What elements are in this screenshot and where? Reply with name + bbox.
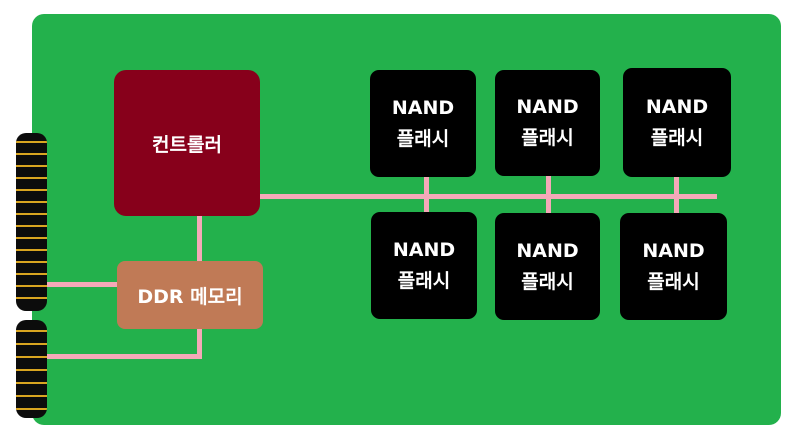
connector-pin	[16, 297, 47, 299]
edge-connector-lower	[16, 320, 47, 418]
nand-label-line1: NAND	[391, 96, 455, 119]
connector-pin	[16, 153, 47, 155]
nand-label-line1: NAND	[516, 239, 579, 262]
nand-label-line2: 플래시	[647, 270, 700, 293]
connector-pin	[16, 382, 47, 384]
connector-pin	[16, 408, 47, 410]
nand-chip-bottom-3: NAND 플래시	[620, 213, 727, 320]
connector-pin	[16, 343, 47, 345]
nand-chip-bottom-2: NAND 플래시	[495, 213, 600, 320]
connector-pin	[16, 177, 47, 179]
nand-label-line1: NAND	[642, 239, 705, 262]
ddr-memory-chip: DDR 메모리	[117, 261, 263, 329]
controller-ddr-link	[197, 214, 202, 262]
nand-chip-top-2: NAND 플래시	[495, 70, 600, 176]
main-bus	[258, 194, 717, 199]
connector-pin	[16, 225, 47, 227]
nand-label-line2: 플래시	[396, 127, 450, 150]
nand-bus-2	[546, 176, 551, 216]
controller-chip: 컨트롤러	[114, 70, 260, 216]
connector-pin	[16, 201, 47, 203]
nand-label-line2: 플래시	[521, 127, 574, 149]
connector-pin	[16, 261, 47, 263]
nand-label-line1: NAND	[516, 96, 579, 118]
nand-label-line2: 플래시	[521, 270, 574, 293]
nand-label-line1: NAND	[392, 238, 456, 261]
connector-pin	[16, 330, 47, 332]
nand-label-line2: 플래시	[397, 269, 451, 292]
nand-chip-bottom-1: NAND 플래시	[371, 212, 477, 319]
connector-pin	[16, 395, 47, 397]
nand-bus-3	[674, 176, 679, 216]
nand-bus-1	[424, 176, 429, 214]
ddr-lower-link-vertical	[197, 327, 202, 358]
connector-pin	[16, 165, 47, 167]
connector-pin	[16, 141, 47, 143]
connector-pin	[16, 249, 47, 251]
connector-pin	[16, 237, 47, 239]
connector-pin	[16, 369, 47, 371]
ddr-lower-connector-link	[44, 354, 202, 359]
ddr-upper-connector-link	[44, 282, 120, 287]
connector-pin	[16, 273, 47, 275]
connector-pin	[16, 285, 47, 287]
connector-pin	[16, 189, 47, 191]
ddr-label: DDR 메모리	[137, 285, 243, 308]
edge-connector-upper	[16, 133, 47, 311]
connector-pin	[16, 213, 47, 215]
nand-label-line2: 플래시	[650, 126, 704, 149]
nand-label-line1: NAND	[645, 95, 709, 118]
nand-chip-top-3: NAND 플래시	[623, 68, 731, 177]
connector-pin	[16, 356, 47, 358]
nand-chip-top-1: NAND 플래시	[370, 70, 476, 177]
controller-label: 컨트롤러	[152, 133, 222, 156]
